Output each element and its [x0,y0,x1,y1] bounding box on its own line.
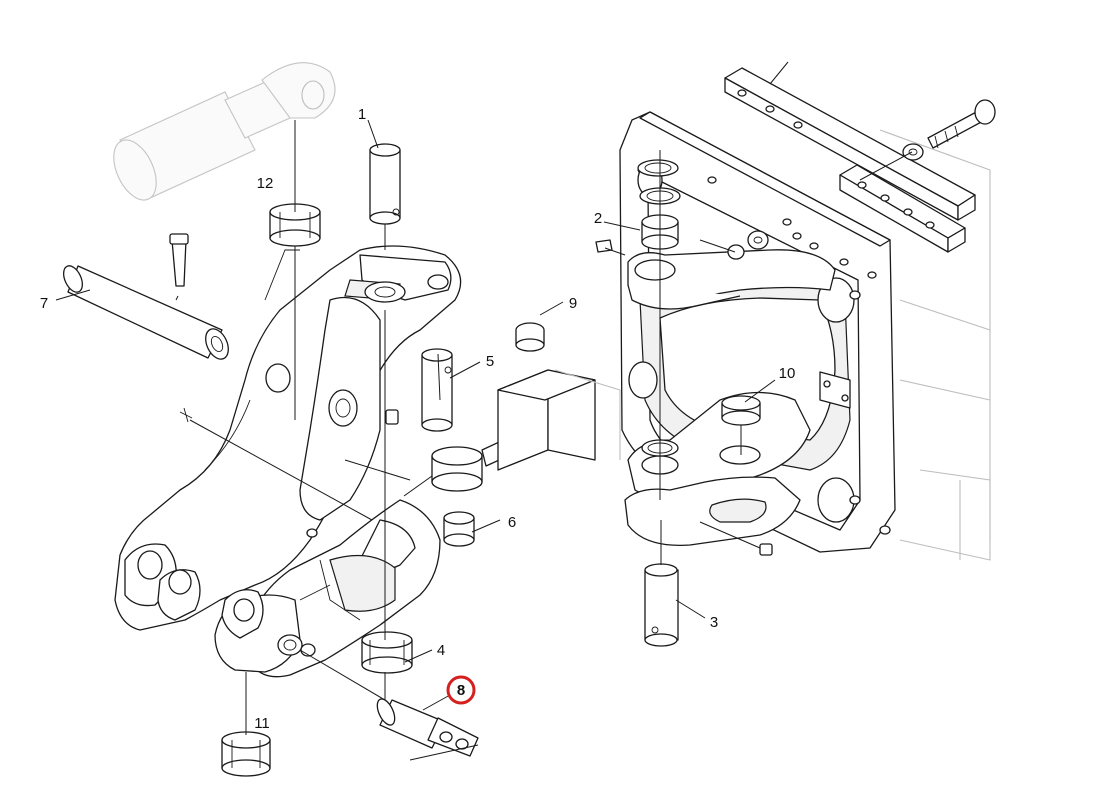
callout-7: 7 [40,289,91,312]
callout-6: 6 [471,514,516,533]
pin-3 [644,563,679,647]
bolt [902,99,996,161]
mounting-bracket-lower [839,164,966,253]
callout-5-label: 5 [486,353,494,370]
callout-11: 11 [254,715,270,732]
pin-12-retainer [169,233,189,287]
callout-5: 5 [449,353,494,379]
ghost-cylinder [113,62,336,201]
pin-7 [62,265,229,360]
lower-swing-arm [624,391,811,546]
callout-2: 2 [594,210,641,231]
callout-7-label: 7 [40,295,48,312]
callout-3-label: 3 [710,614,718,631]
callout-3: 3 [675,599,718,631]
upper-swing-arm [627,249,836,310]
callout-12-label: 12 [257,175,274,192]
pin-5 [421,348,453,432]
ghost-tractor-frame [879,129,991,561]
bushing-4 [361,631,413,674]
callout-11-label: 11 [254,715,270,732]
callout-4: 4 [404,642,445,663]
callout-4-label: 4 [437,642,445,659]
bushing-6 [443,511,475,547]
callout-2-label: 2 [594,210,602,227]
grease-nipple [179,407,399,425]
callout-10: 10 [744,365,796,403]
bushing-11 [221,731,271,777]
frame-axes [604,150,913,565]
callout-8-label: 8 [457,682,465,699]
callout-8-highlight-ring [446,675,476,705]
pin-8 [376,698,479,757]
frame-nut [759,543,773,556]
callout-9-label: 9 [569,295,577,312]
callout-1-label: 1 [358,106,366,123]
mounting-bracket-top [724,61,976,221]
callout-6-label: 6 [508,514,516,531]
pin-1 [369,143,401,225]
bushing-12 [269,203,321,247]
block-9 [497,322,621,471]
callout-9: 9 [539,295,577,316]
assembly-axes [175,120,479,761]
callout-10-label: 10 [779,365,796,382]
callout-1: 1 [358,106,379,149]
linkage-arm [114,245,462,678]
callout-12: 12 [257,175,274,192]
callout-8: 8 [422,675,476,711]
